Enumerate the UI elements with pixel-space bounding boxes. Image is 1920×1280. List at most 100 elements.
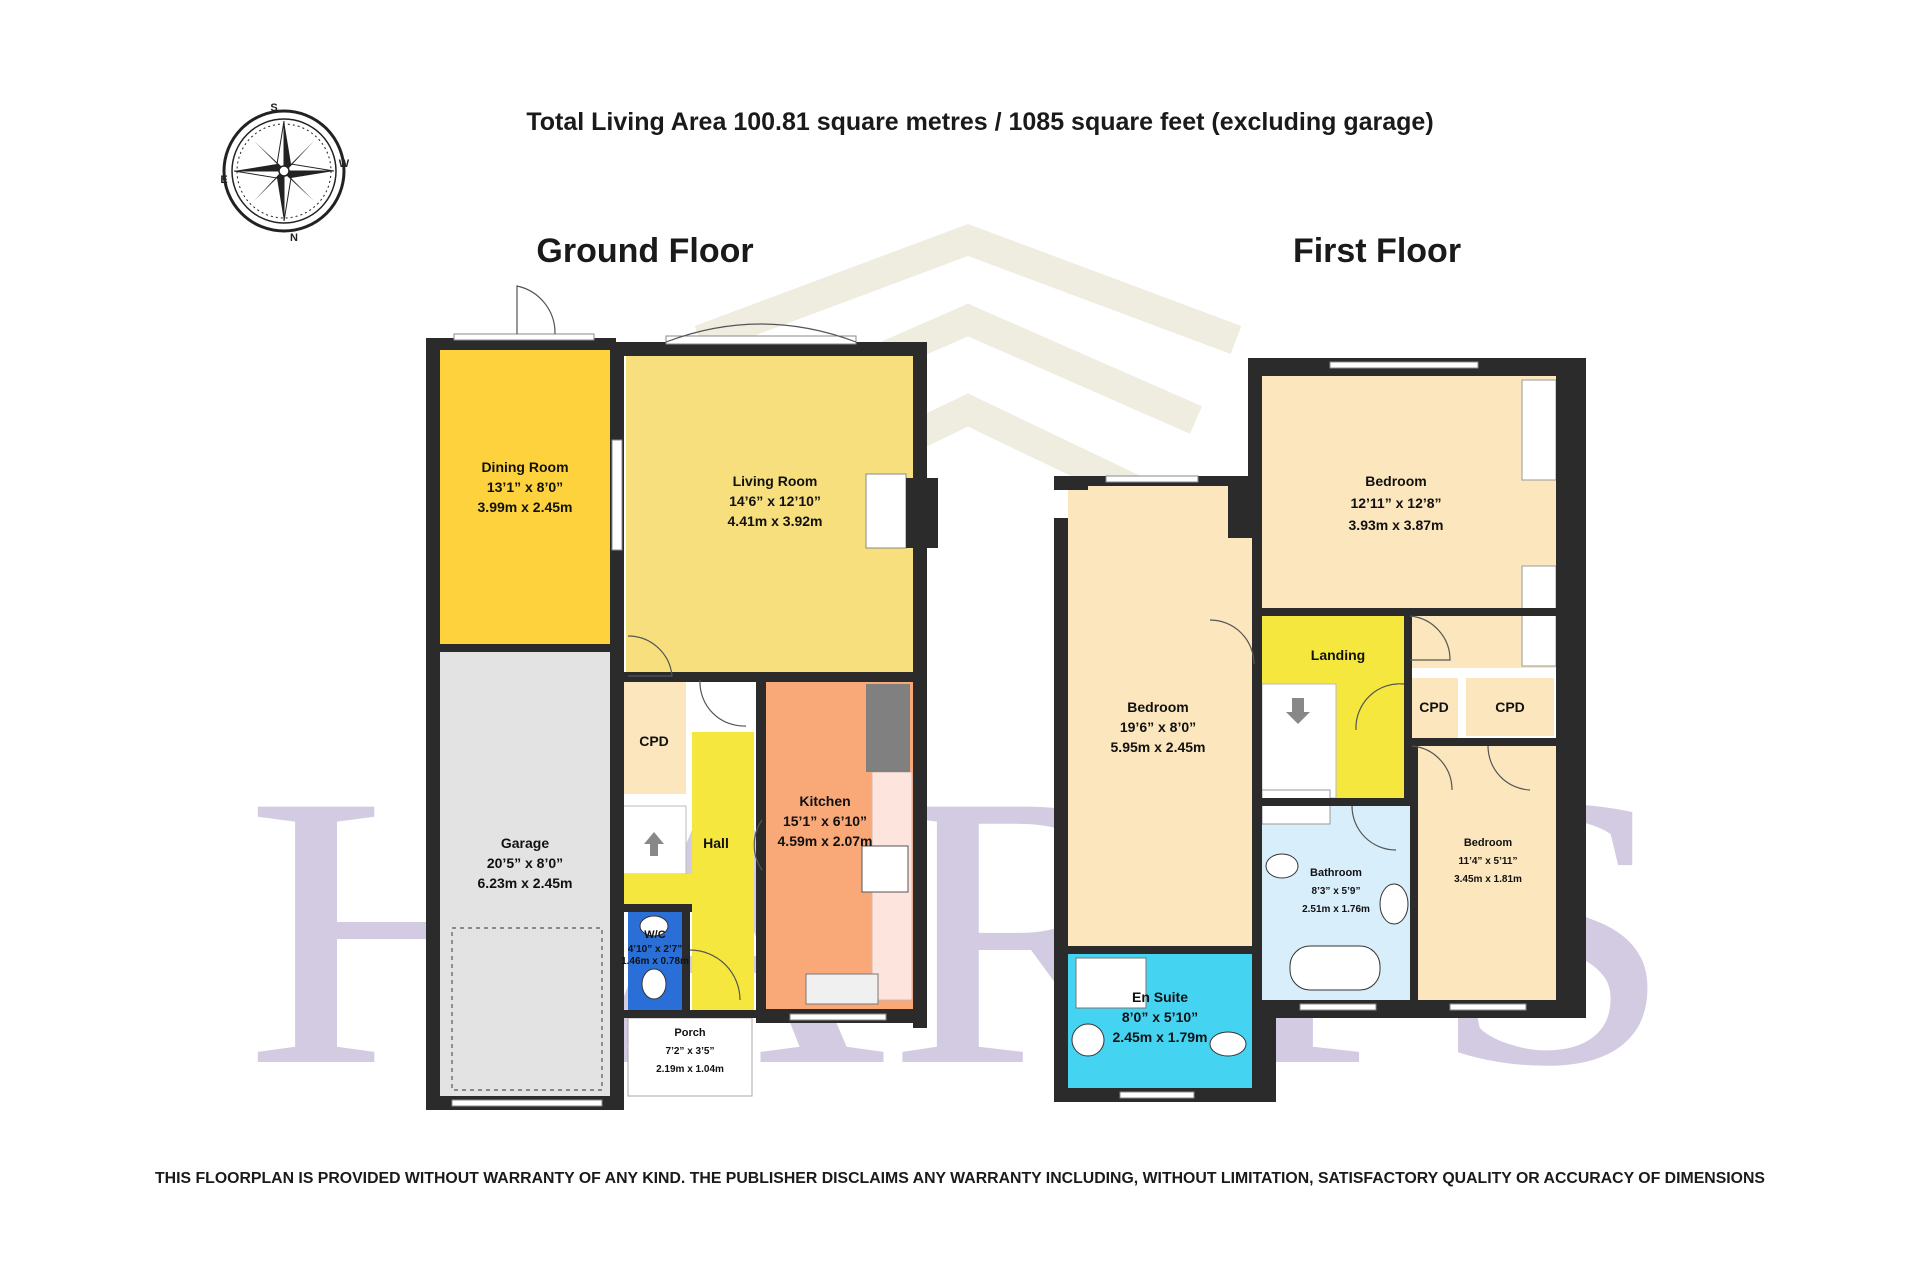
bedroom2-name: Bedroom	[1365, 473, 1426, 489]
bathroom-imperial: 8’3” x 5’9”	[1312, 886, 1361, 897]
hall-name: Hall	[703, 835, 729, 851]
ensuite-metric: 2.45m x 1.79m	[1113, 1029, 1208, 1045]
gf-opening-living	[611, 439, 623, 551]
bedroom1-metric: 5.95m x 2.45m	[1111, 739, 1206, 755]
gf-wall-top-living	[616, 342, 926, 356]
garage-name: Garage	[501, 835, 549, 851]
living-room-imperial: 14’6” x 12’10”	[729, 493, 821, 509]
gf-window-garage	[451, 1099, 603, 1107]
wc-imperial: 4’10” x 2’7”	[628, 944, 682, 955]
ff-wall-bedroom1-ensuite	[1068, 946, 1252, 954]
gf-cpd-name: CPD	[639, 733, 669, 749]
bedroom2-imperial: 12’11” x 12’8”	[1350, 495, 1441, 511]
gf-door-kitchen	[753, 819, 763, 871]
ensuite-toilet	[1209, 1031, 1247, 1057]
gf-wall-wc-top	[616, 904, 692, 912]
sink	[805, 973, 879, 1005]
bathroom-toilet	[1265, 853, 1299, 879]
gf-door-dining-garden	[516, 285, 556, 335]
gf-wc-toilet	[641, 968, 667, 1000]
porch-name: Porch	[674, 1027, 705, 1039]
ff-wall-cpd-bottom	[1404, 738, 1560, 746]
gf-door-living-hall	[627, 635, 673, 677]
garage-imperial: 20’5” x 8’0”	[487, 855, 563, 871]
ff-wall-bath-top	[1262, 798, 1410, 806]
ff-window-bedroom3	[1449, 1003, 1527, 1011]
garage-area	[440, 652, 610, 1096]
compass-letter-s: S	[270, 102, 277, 114]
compass-letter-n: N	[290, 232, 298, 244]
living-room-name: Living Room	[733, 473, 818, 489]
ground-floor-heading: Ground Floor	[536, 232, 753, 270]
bedroom1-area	[1068, 482, 1252, 946]
gf-window-living-bay	[665, 335, 857, 345]
ff-stairs-arrow-icon	[1286, 698, 1310, 724]
ff-cpd2-area	[1466, 678, 1554, 736]
bathroom-name: Bathroom	[1310, 867, 1362, 879]
cpd-area	[622, 672, 686, 794]
ff-door-bathroom	[1351, 805, 1397, 851]
hob	[861, 845, 909, 893]
hall-lower-area	[622, 874, 754, 904]
gf-wall-living-bottom	[616, 672, 926, 682]
wc-name: W/C	[644, 929, 665, 941]
ff-cpd1-name: CPD	[1419, 699, 1449, 715]
ff-cpd2-name: CPD	[1495, 699, 1525, 715]
ensuite-name: En Suite	[1132, 989, 1188, 1005]
hall-area	[692, 732, 754, 1010]
ff-wall-bedroom1-top-left	[1054, 476, 1088, 490]
total-area-title: Total Living Area 100.81 square metres /…	[526, 108, 1433, 136]
kitchen-imperial: 15’1” x 6’10”	[783, 813, 867, 829]
bedroom2-wardrobe-top	[1521, 379, 1557, 481]
kitchen-name: Kitchen	[799, 793, 850, 809]
wc-metric: 1.46m x 0.78m	[621, 956, 689, 967]
landing-name: Landing	[1311, 647, 1365, 663]
ff-wall-right-ensuite	[1262, 1000, 1276, 1100]
gf-garage-door	[451, 927, 603, 1091]
ff-door-bedroom3	[1487, 745, 1531, 791]
ff-door-landing	[1411, 745, 1453, 791]
ff-door-cpd1	[1355, 683, 1405, 731]
gf-door-hall-living	[699, 679, 747, 727]
gf-wall-top-dining	[426, 338, 616, 350]
ensuite-basin	[1071, 1023, 1105, 1057]
ff-wall-landing-right	[1404, 608, 1412, 798]
ff-cpd1-area	[1410, 678, 1458, 746]
dining-room-name: Dining Room	[481, 459, 568, 475]
gf-window-kitchen	[789, 1013, 887, 1021]
ff-window-bedroom2	[1329, 361, 1479, 369]
first-floor-plan	[1054, 358, 1586, 1102]
gf-wc-basin	[639, 915, 669, 937]
ff-wall-bath-bed3	[1410, 746, 1418, 1006]
disclaimer-text: THIS FLOORPLAN IS PROVIDED WITHOUT WARRA…	[155, 1170, 1765, 1187]
bathroom-basin	[1379, 883, 1409, 925]
living-room-metric: 4.41m x 3.92m	[728, 513, 823, 529]
ff-window-ensuite	[1119, 1091, 1195, 1099]
bedroom3-metric: 3.45m x 1.81m	[1454, 874, 1522, 885]
gf-window-dining	[453, 333, 595, 341]
kitchen-fridge	[866, 684, 910, 772]
ground-floor-plan	[426, 285, 938, 1110]
gf-door-wc	[689, 949, 741, 1001]
ff-wall-outer-left-upper	[1248, 358, 1262, 538]
garage-metric: 6.23m x 2.45m	[478, 875, 573, 891]
gf-wall-left	[426, 340, 440, 1110]
bedroom1-name: Bedroom	[1127, 699, 1188, 715]
bathroom-cabinet	[1261, 789, 1331, 825]
compass-letter-e: E	[220, 174, 227, 186]
ff-door-bedroom1	[1209, 619, 1255, 665]
compass-rose: S N W E	[220, 102, 349, 244]
bedroom3-area	[1418, 746, 1556, 1000]
ff-wall-bedroom1-outline	[1054, 518, 1068, 1088]
gf-wall-porch-top	[616, 1010, 766, 1018]
bedroom2-metric: 3.93m x 3.87m	[1349, 517, 1444, 533]
bedroom1-imperial: 19’6” x 8’0”	[1120, 719, 1196, 735]
bedroom3-imperial: 11’4” x 5’11”	[1459, 856, 1518, 867]
porch-imperial: 7’2” x 3’5”	[666, 1046, 715, 1057]
first-floor-heading: First Floor	[1293, 232, 1461, 270]
dining-room-imperial: 13’1” x 8’0”	[487, 479, 563, 495]
bathroom-bath	[1289, 945, 1381, 991]
bathroom-metric: 2.51m x 1.76m	[1302, 904, 1370, 915]
gf-wall-kitchen-left	[756, 672, 766, 1010]
